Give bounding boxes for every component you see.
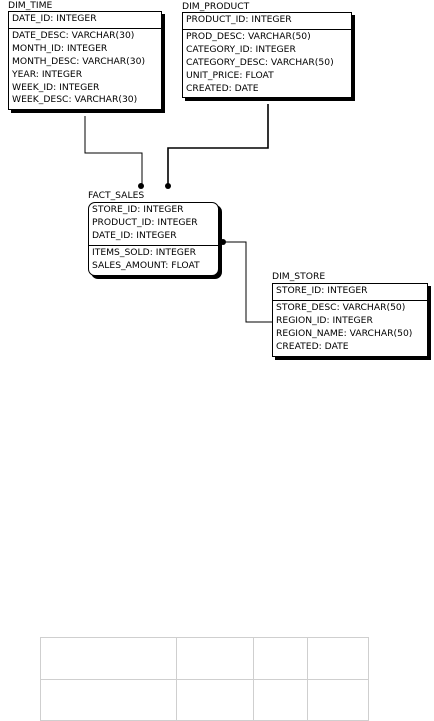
- dim-product-key: PRODUCT_ID: INTEGER: [186, 14, 292, 25]
- rel-product-fact-dot: [165, 183, 171, 189]
- dim-time-title: DIM_TIME: [8, 0, 53, 11]
- dim-store-attr: CREATED: DATE: [276, 340, 349, 352]
- dim-time-key: DATE_ID: INTEGER: [12, 13, 97, 24]
- empty-table: [40, 637, 369, 721]
- fact-sales-attr-section: ITEMS_SOLD: INTEGER SALES_AMOUNT: FLOAT: [89, 244, 218, 275]
- dim-store-attr: REGION_ID: INTEGER: [276, 314, 373, 326]
- fact-sales-attr: SALES_AMOUNT: FLOAT: [92, 259, 200, 271]
- dim-time-entity[interactable]: DATE_ID: INTEGER DATE_DESC: VARCHAR(30) …: [8, 11, 162, 111]
- rel-time-fact-dot: [138, 183, 144, 189]
- dim-store-entity[interactable]: STORE_ID: INTEGER STORE_DESC: VARCHAR(50…: [272, 283, 428, 357]
- dim-store-key-section: STORE_ID: INTEGER: [273, 284, 427, 300]
- fact-sales-attr: ITEMS_SOLD: INTEGER: [92, 246, 197, 258]
- dim-time-attr: DATE_DESC: VARCHAR(30): [12, 29, 135, 41]
- dim-product-attr-section: PROD_DESC: VARCHAR(50) CATEGORY_ID: INTE…: [183, 28, 351, 98]
- table-cell: [176, 678, 254, 721]
- fact-sales-key: DATE_ID: INTEGER: [92, 229, 177, 241]
- dim-product-attr: CATEGORY_ID: INTEGER: [186, 43, 296, 55]
- dim-product-attr: CREATED: DATE: [186, 82, 259, 94]
- dim-store-title: DIM_STORE: [272, 271, 326, 282]
- table-cell: [253, 678, 308, 721]
- dim-time-attr: YEAR: INTEGER: [12, 68, 83, 80]
- dim-time-attr: MONTH_ID: INTEGER: [12, 42, 108, 54]
- dim-product-attr: UNIT_PRICE: FLOAT: [186, 69, 274, 81]
- dim-time-attr-section: DATE_DESC: VARCHAR(30) MONTH_ID: INTEGER…: [9, 27, 161, 109]
- fact-sales-key-section: STORE_ID: INTEGER PRODUCT_ID: INTEGER DA…: [89, 203, 218, 245]
- dim-time-attr: MONTH_DESC: VARCHAR(30): [12, 55, 146, 67]
- rel-product-fact-line: [167, 104, 269, 186]
- dim-time-attr: WEEK_ID: INTEGER: [12, 81, 100, 93]
- dim-store-attr: REGION_NAME: VARCHAR(50): [276, 327, 413, 339]
- fact-sales-key: PRODUCT_ID: INTEGER: [92, 216, 198, 228]
- dim-store-attr-section: STORE_DESC: VARCHAR(50) REGION_ID: INTEG…: [273, 299, 427, 356]
- table-cell: [40, 678, 177, 721]
- dim-store-key: STORE_ID: INTEGER: [276, 285, 368, 296]
- table-cell: [307, 637, 369, 680]
- table-cell: [176, 637, 254, 680]
- fact-sales-title: FACT_SALES: [88, 190, 145, 201]
- dim-product-title: DIM_PRODUCT: [182, 1, 250, 12]
- rel-store-fact-line: [222, 241, 273, 323]
- dim-store-attr: STORE_DESC: VARCHAR(50): [276, 301, 406, 313]
- dim-time-key-section: DATE_ID: INTEGER: [9, 12, 161, 28]
- dim-product-attr: CATEGORY_DESC: VARCHAR(50): [186, 56, 334, 68]
- table-row: [40, 637, 369, 680]
- table-cell: [307, 678, 369, 721]
- table-cell: [40, 637, 177, 680]
- table-cell: [253, 637, 308, 680]
- dim-time-attr: WEEK_DESC: VARCHAR(30): [12, 94, 138, 106]
- rel-time-fact-line: [84, 116, 143, 186]
- rel-store-fact-dot: [220, 239, 226, 245]
- dim-product-key-section: PRODUCT_ID: INTEGER: [183, 13, 351, 29]
- fact-sales-key: STORE_ID: INTEGER: [92, 204, 184, 215]
- dim-product-entity[interactable]: PRODUCT_ID: INTEGER PROD_DESC: VARCHAR(5…: [182, 12, 352, 99]
- fact-sales-entity[interactable]: STORE_ID: INTEGER PRODUCT_ID: INTEGER DA…: [88, 202, 219, 276]
- dim-product-attr: PROD_DESC: VARCHAR(50): [186, 30, 311, 42]
- table-row: [40, 678, 369, 721]
